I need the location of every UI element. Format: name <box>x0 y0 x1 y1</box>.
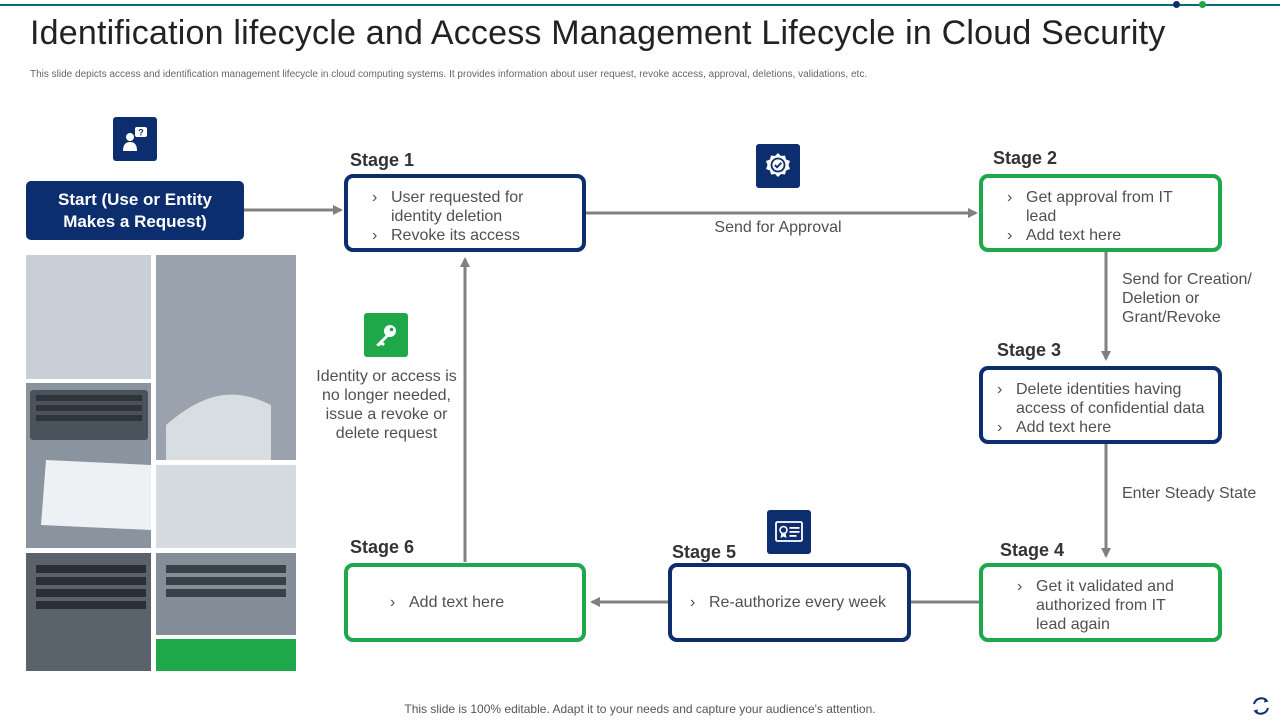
stage-5-label: Stage 5 <box>672 542 737 562</box>
stage-4-box: Get it validated and authorized from IT … <box>979 563 1222 642</box>
footer-note: This slide is 100% editable. Adapt it to… <box>404 702 876 716</box>
stage-1-box: User requested for identity deletion Rev… <box>344 174 586 252</box>
stage-2-item: Add text here <box>1007 226 1208 245</box>
stage-2-box: Get approval from IT lead Add text here <box>979 174 1222 252</box>
stage-1-item: User requested for identity deletion <box>372 188 572 226</box>
stage-5-box: Re-authorize every week <box>668 563 911 642</box>
office-photo <box>26 255 296 671</box>
svg-text:?: ? <box>138 128 144 138</box>
stage-6-label: Stage 6 <box>350 537 415 557</box>
stage-4-label: Stage 4 <box>1000 540 1065 560</box>
send-for-approval-label: Send for Approval <box>714 219 842 236</box>
top-dot <box>1173 1 1180 8</box>
start-label: Start (Use or Entity Makes a Request) <box>58 189 212 231</box>
revoke-request-label: Identity or access is no longer needed, … <box>316 368 457 442</box>
page-subtitle: This slide depicts access and identifica… <box>30 69 868 80</box>
stage-4-item: Get it validated and authorized from IT … <box>1017 577 1186 634</box>
badge-check-icon <box>756 144 800 188</box>
stage-3-label: Stage 3 <box>997 340 1062 360</box>
stage-5-item: Re-authorize every week <box>690 593 899 612</box>
refresh-icon <box>1250 695 1272 717</box>
key-icon <box>364 313 408 357</box>
user-question-icon: ? <box>113 117 157 161</box>
certificate-icon <box>767 510 811 554</box>
page-title: Identification lifecycle and Access Mana… <box>30 14 1166 52</box>
stage-6-item: Add text here <box>390 593 574 612</box>
enter-steady-state-label: Enter Steady State <box>1122 485 1257 502</box>
stage-2-label: Stage 2 <box>993 148 1058 168</box>
top-rule <box>0 4 1280 6</box>
stage-2-item: Get approval from IT lead <box>1007 188 1176 226</box>
stage-1-label: Stage 1 <box>350 150 415 170</box>
stage-6-box: Add text here <box>344 563 586 642</box>
start-button[interactable]: Start (Use or Entity Makes a Request) <box>26 181 244 240</box>
top-dot <box>1199 1 1206 8</box>
stage-3-item: Add text here <box>997 418 1210 437</box>
stage-1-item: Revoke its access <box>372 226 572 245</box>
stage-3-box: Delete identities having access of confi… <box>979 366 1222 444</box>
send-for-creation-label: Send for Creation/ Deletion or Grant/Rev… <box>1122 271 1252 326</box>
stage-3-item: Delete identities having access of confi… <box>997 380 1210 418</box>
